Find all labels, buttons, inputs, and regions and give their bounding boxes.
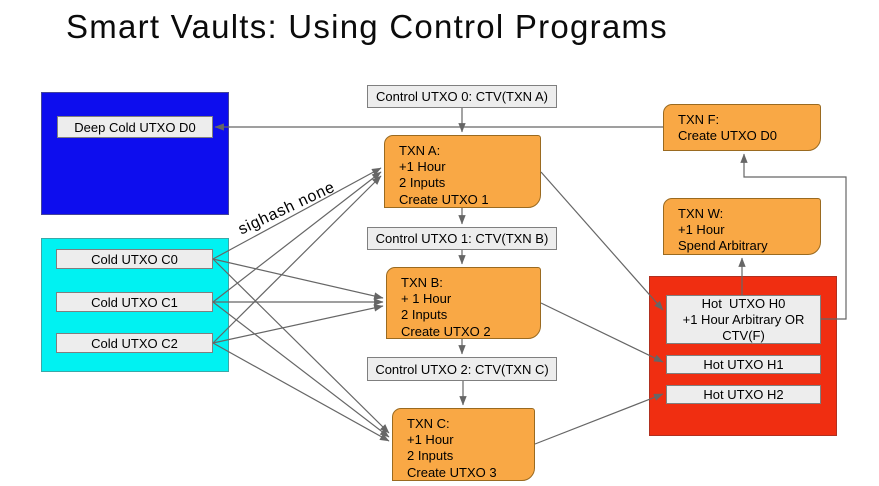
txn-f-line-2: Create UTXO D0 — [678, 128, 777, 144]
txn-c-box: TXN C: +1 Hour 2 Inputs Create UTXO 3 — [392, 408, 535, 481]
edge-c1-to-txna — [212, 171, 382, 303]
slide-title: Smart Vaults: Using Control Programs — [66, 8, 668, 45]
cold-utxo-c1-label: Cold UTXO C1 — [56, 292, 213, 312]
txn-a-line-4: Create UTXO 1 — [399, 191, 489, 207]
txn-b-line-3: 2 Inputs — [401, 307, 448, 323]
edge-c1-to-txnc — [212, 301, 390, 438]
deep-cold-group-box — [41, 92, 229, 215]
edge-txna-to-h0 — [540, 171, 664, 311]
txn-w-line-1: TXN W: — [678, 206, 724, 221]
hot-utxo-h0-line-1: Hot UTXO H0 — [701, 295, 786, 311]
edge-c0-to-txnc — [212, 258, 390, 434]
sighash-none-annotation: sighash none — [235, 178, 338, 239]
hot-utxo-h0-line-2: +1 Hour Arbitrary OR — [682, 311, 805, 327]
control-utxo-1-label: Control UTXO 1: CTV(TXN B) — [367, 227, 557, 250]
txn-a-line-2: +1 Hour — [399, 159, 446, 175]
hot-utxo-h0-line-3: CTV(F) — [722, 327, 765, 343]
txn-b-line-4: Create UTXO 2 — [401, 323, 491, 339]
txn-w-line-3: Spend Arbitrary — [678, 238, 768, 254]
txn-c-line-2: +1 Hour — [407, 432, 454, 448]
txn-c-line-1: TXN C: — [407, 416, 450, 431]
txn-c-line-4: Create UTXO 3 — [407, 464, 497, 480]
txn-a-line-3: 2 Inputs — [399, 175, 446, 191]
txn-c-line-3: 2 Inputs — [407, 448, 454, 464]
hot-utxo-h1-label: Hot UTXO H1 — [666, 355, 821, 374]
control-utxo-2-label: Control UTXO 2: CTV(TXN C) — [367, 357, 557, 381]
txn-b-line-2: + 1 Hour — [401, 291, 452, 307]
cold-utxo-c2-label: Cold UTXO C2 — [56, 333, 213, 353]
txn-b-box: TXN B: + 1 Hour 2 Inputs Create UTXO 2 — [386, 267, 541, 339]
txn-a-line-1: TXN A: — [399, 143, 441, 158]
edge-c0-to-txnb — [212, 258, 384, 300]
edge-c2-to-txnb — [212, 304, 384, 344]
deep-cold-utxo-d0-label: Deep Cold UTXO D0 — [57, 116, 213, 138]
txn-a-box: TXN A: +1 Hour 2 Inputs Create UTXO 1 — [384, 135, 541, 208]
hot-utxo-h2-label: Hot UTXO H2 — [666, 385, 821, 404]
txn-f-box: TXN F: Create UTXO D0 — [663, 104, 821, 151]
txn-w-line-2: +1 Hour — [678, 222, 725, 238]
control-utxo-0-label: Control UTXO 0: CTV(TXN A) — [367, 85, 557, 108]
edge-txnb-to-h1 — [540, 302, 664, 363]
txn-b-line-1: TXN B: — [401, 275, 443, 290]
edge-c2-to-txnc — [212, 342, 390, 442]
txn-f-line-1: TXN F: — [678, 112, 720, 127]
cold-utxo-c0-label: Cold UTXO C0 — [56, 249, 213, 269]
txn-w-box: TXN W: +1 Hour Spend Arbitrary — [663, 198, 821, 255]
edge-txnc-to-h2 — [534, 393, 664, 445]
